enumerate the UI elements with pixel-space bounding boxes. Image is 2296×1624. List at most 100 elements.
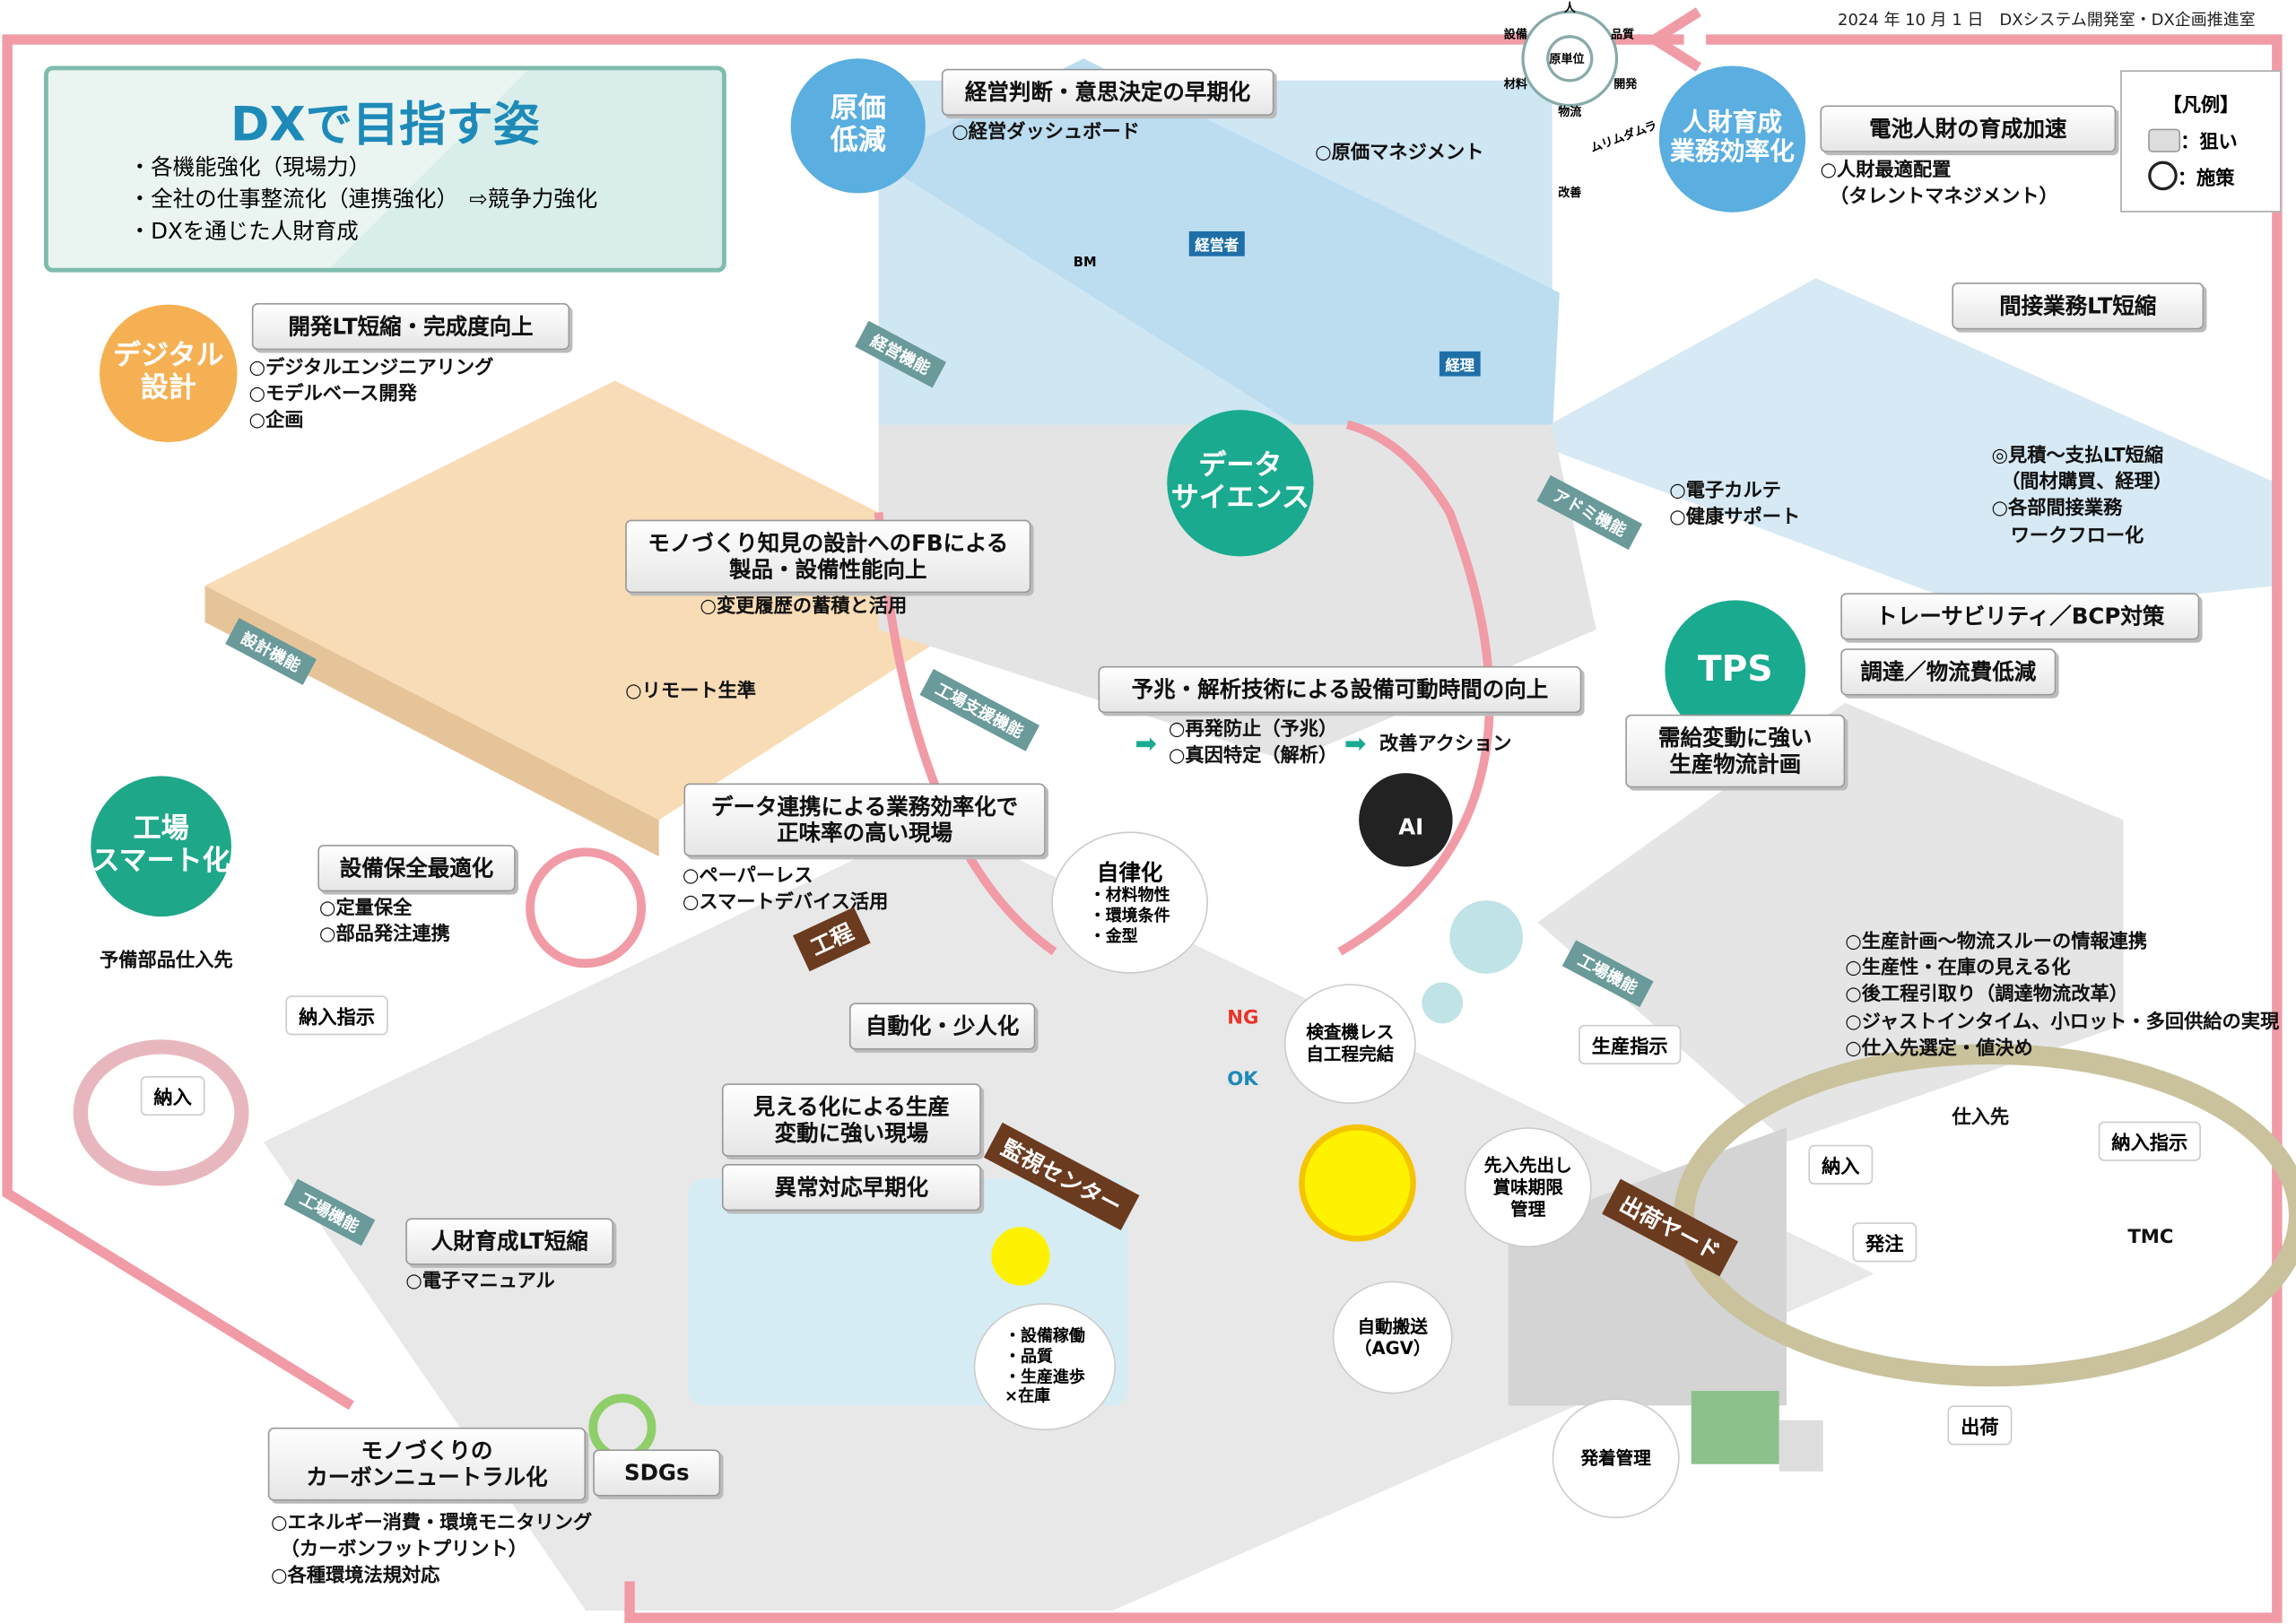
measure-item: ○仕入先選定・値決め [1845,1038,2033,1060]
measure-item: ○デジタルエンジニアリング [248,357,494,379]
measure-item: ◎見積～支払LT短縮 [1991,445,2164,467]
measure-item: ○電子カルテ [1669,480,1781,503]
autonomy-items: ・材料物性 ・環境条件 ・金型 [1089,886,1170,946]
goal-indirect-lt: 間接業務LT短縮 [1952,282,2205,330]
goal-visualization: 見える化による生産 変動に強い現場 [721,1083,981,1157]
goal-predictive: 予兆・解析技術による設備可動時間の向上 [1098,665,1582,714]
measure-item: （間材購買、経理） [1991,472,2173,494]
circle-cost-reduction: 原価 低減 [790,58,926,194]
measures-cost: ○原価マネジメント [1315,141,1483,168]
bubble-fifo: 先入先出し 賞味期限 管理 [1464,1127,1592,1248]
measure-item: ○原価マネジメント [1315,142,1484,164]
measures-mgmt: ○経営ダッシュボード [952,120,1140,147]
circle-data-science: データ サイエンス [1167,410,1314,557]
goal-mgmt-decision: 経営判断・意思決定の早期化 [941,68,1274,116]
gear-icon [1449,900,1524,974]
goal-procurement: 調達／物流費低減 [1840,648,2057,696]
gentani-item: 人 [1563,1,1576,15]
goal-battery-hr: 電池人財の育成加速 [1820,105,2117,152]
gentani-center: 原単位 [1549,52,1585,66]
gentani-item: 物流 [1558,105,1582,119]
goal-demand-planning: 需給変動に強い 生産物流計画 [1625,714,1846,788]
date-organization: 2024 年 10 月 1 日 DXシステム開発室・DX企画推進室 [1838,10,2256,30]
delivery-instruction-left: 納入指示 [285,995,388,1036]
delivery-right: 納入 [1808,1144,1874,1185]
measure-item: （カーボンフットプリント） [271,1539,527,1561]
kaizen-label: 改善 [1558,186,1582,200]
goal-carbon-neutral: モノづくりの カーボンニュートラル化 [267,1427,587,1501]
measure-item: （タレントマネジメント） [1820,186,2058,209]
measures-remote: ○リモート生準 [625,680,756,707]
measure-item: ○生産性・在庫の見える化 [1845,958,2071,980]
gentani-ring [1521,10,1619,108]
goal-swatch-icon [2148,127,2181,152]
production-instruction: 生産指示 [1578,1024,1682,1064]
measure-item: ○経営ダッシュボード [952,121,1140,144]
measure-item: ○健康サポート [1669,507,1801,529]
admin-floor [1523,278,2277,615]
measure-item: ○モデルベース開発 [248,384,417,406]
title-point: ・DXを通じた人財育成 [128,218,359,245]
goal-design-fb: モノづくり知見の設計へのFBによる 製品・設備性能向上 [625,519,1031,594]
measures-tps: ○生産計画～物流スルーの情報連携○生産性・在庫の見える化○後工程引取り（調達物流… [1845,930,2279,1063]
arrow-right-icon: ➡ [1135,729,1157,760]
arrow-right-icon: ➡ [1344,729,1367,760]
tag-executive: 経営者 [1188,230,1245,256]
measures-history: ○変更履歴の蓄積と活用 [700,595,907,621]
order: 発注 [1852,1222,1918,1263]
legend-goal: ：狙い [2180,131,2238,154]
measures-predict: ○再発防止（予兆）○真因特定（解析） [1169,717,1337,770]
goal-dev-lt: 開発LT短縮・完成度向上 [251,302,570,351]
delivery-instruction-right: 納入指示 [2098,1121,2201,1161]
measures-indirect: ◎見積～支払LT短縮 （間材購買、経理）○各部間接業務 ワークフロー化 [1991,444,2172,551]
legend-measure: ：施策 [2177,167,2235,190]
alert-sun-icon [1299,1124,1416,1242]
measures-maint: ○定量保全○部品発注連携 [319,896,450,949]
shipping-yard [1508,1127,1787,1406]
measure-item: ワークフロー化 [1991,525,2144,547]
title-points: ・各機能強化（現場力） ・全社の仕事整流化（連携強化） ⇨競争力強化 ・DXを通… [129,151,598,248]
measure-item: ○スマートデバイス活用 [682,891,889,915]
supplier: 仕入先 [1952,1107,2010,1129]
measures-battery: ○人財最適配置 （タレントマネジメント） [1820,158,2057,211]
legend: 【凡例】 ：狙い ：施策 [2120,70,2282,213]
measure-circle-icon [2148,161,2178,191]
goal-sdgs: SDGs [593,1449,721,1497]
tag-accounting: 経理 [1439,351,1481,377]
measure-item: ○ジャストインタイム、小ロット・多回供給の実現 [1845,1011,2280,1033]
gentani-item: 品質 [1610,28,1635,41]
ng-label: NG [1227,1007,1259,1029]
goal-anomaly: 異常対応早期化 [721,1163,981,1211]
goal-automation: 自動化・少人化 [848,1003,1036,1050]
spare-parts-supplier: 予備部品仕入先 [100,950,233,973]
delivery-left: 納入 [140,1076,205,1116]
design-floor [204,380,1025,821]
measure-item: ○再発防止（予兆） [1168,718,1338,742]
circle-hr-efficiency: 人財育成 業務効率化 [1658,65,1806,213]
goal-data-link: データ連携による業務効率化で 正味率の高い現場 [683,783,1046,857]
gentani-item: 設備 [1503,28,1527,41]
bubble-agv: 自動搬送 （AGV） [1332,1281,1453,1394]
title-point: ・各機能強化（現場力） [128,153,371,180]
measure-item: ○部品発注連携 [318,924,450,947]
kaizen-action: 改善アクション [1379,733,1512,756]
measure-item: ○変更履歴の蓄積と活用 [700,595,908,618]
truck-icon [1691,1391,1779,1464]
goal-maintenance: 設備保全最適化 [317,845,516,892]
measures-carbon: ○エネルギー消費・環境モニタリング （カーボンフットプリント）○各種環境法規対応 [271,1511,592,1591]
ai-head-icon [1359,773,1453,867]
tps-floor [1537,702,2124,1142]
measure-item: ○各種環境法規対応 [271,1565,440,1588]
gentani-item: 材料 [1503,77,1527,91]
measure-item: ○生産計画～物流スルーの情報連携 [1845,931,2148,953]
measure-item: ○電子マニュアル [405,1271,555,1293]
measure-item: ○ペーパーレス [682,864,813,888]
page-title: DXで目指す姿 [230,96,540,152]
title-point: ・全社の仕事整流化（連携強化） ⇨競争力強化 [128,186,598,213]
bubble-inspection: 検査機レス 自工程完結 [1283,984,1416,1105]
measures-hrlt: ○電子マニュアル [405,1270,554,1297]
circle-smart-factory: 工場 スマート化 [91,776,231,917]
title-panel: DXで目指す姿 ・各機能強化（現場力） ・全社の仕事整流化（連携強化） ⇨競争力… [43,65,726,273]
measures-devlt: ○デジタルエンジニアリング○モデルベース開発○企画 [249,356,494,436]
